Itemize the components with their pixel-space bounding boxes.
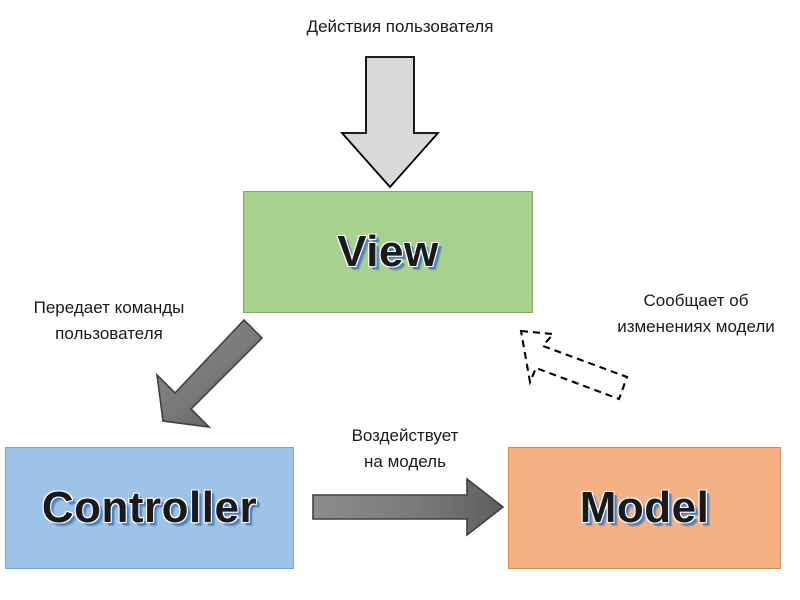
caption-affects-model: Воздействует на модель [351, 426, 459, 472]
node-view[interactable]: View [243, 191, 533, 313]
node-controller-label: Controller [41, 483, 258, 532]
caption-notifies-changes: Сообщает об изменениях модели [617, 291, 775, 337]
node-view-label: View [337, 227, 439, 276]
user-actions-arrow [339, 56, 441, 189]
node-controller[interactable]: Controller [5, 447, 294, 569]
node-model-label: Model [579, 483, 710, 532]
node-model[interactable]: Model [508, 447, 781, 569]
model-to-view-arrow [519, 329, 629, 401]
caption-passes-commands: Передает команды пользователя [33, 298, 185, 344]
controller-to-model-arrow [312, 477, 505, 537]
caption-user-actions: Действия пользователя [306, 17, 494, 36]
